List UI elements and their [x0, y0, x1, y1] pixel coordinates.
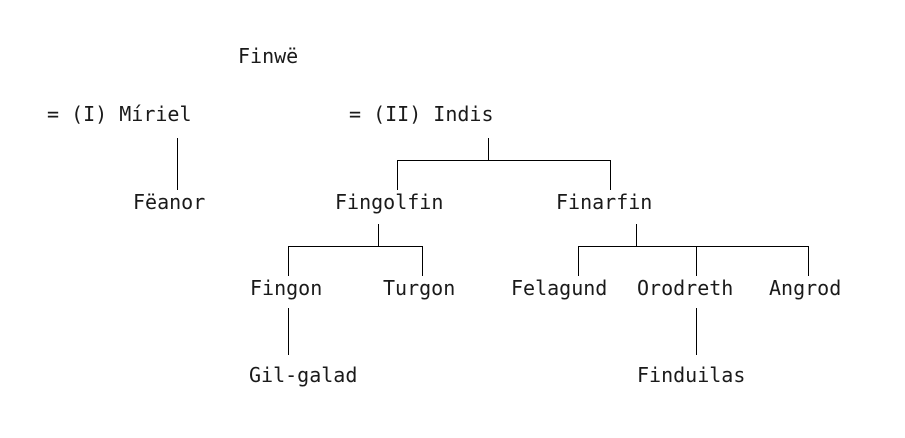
node-finwe: Finwë [238, 44, 299, 68]
connector-finarfin-stem [636, 224, 637, 247]
connector-orodreth-to-finduilas [696, 308, 697, 355]
node-gilgalad: Gil-galad [249, 363, 358, 387]
connector-fingolfin-bar [288, 246, 423, 247]
node-finduilas: Finduilas [637, 363, 746, 387]
node-finarfin: Finarfin [556, 190, 653, 214]
connector-fingolfin-drop-fingon [288, 246, 289, 276]
node-feanor: Fëanor [133, 190, 206, 214]
connector-fingolfin-drop-turgon [422, 246, 423, 276]
connector-indis-stem [488, 138, 489, 161]
connector-indis-drop-finarfin [610, 160, 611, 190]
connector-fingon-to-gilgalad [288, 308, 289, 355]
connector-finarfin-bar [578, 246, 809, 247]
node-fingolfin: Fingolfin [335, 190, 444, 214]
node-orodreth: Orodreth [637, 276, 734, 300]
connector-finarfin-drop-orodreth [696, 246, 697, 276]
node-felagund: Felagund [511, 276, 608, 300]
connector-indis-drop-fingolfin [397, 160, 398, 190]
node-fingon: Fingon [250, 276, 323, 300]
connector-finarfin-drop-felagund [578, 246, 579, 276]
node-miriel: = (I) Míriel [47, 102, 192, 126]
connector-finarfin-drop-angrod [808, 246, 809, 276]
connector-fingolfin-stem [378, 224, 379, 247]
node-indis: = (II) Indis [349, 102, 494, 126]
connector-miriel-to-feanor [177, 138, 178, 190]
node-angrod: Angrod [769, 276, 842, 300]
connector-indis-bar [397, 160, 611, 161]
node-turgon: Turgon [383, 276, 456, 300]
